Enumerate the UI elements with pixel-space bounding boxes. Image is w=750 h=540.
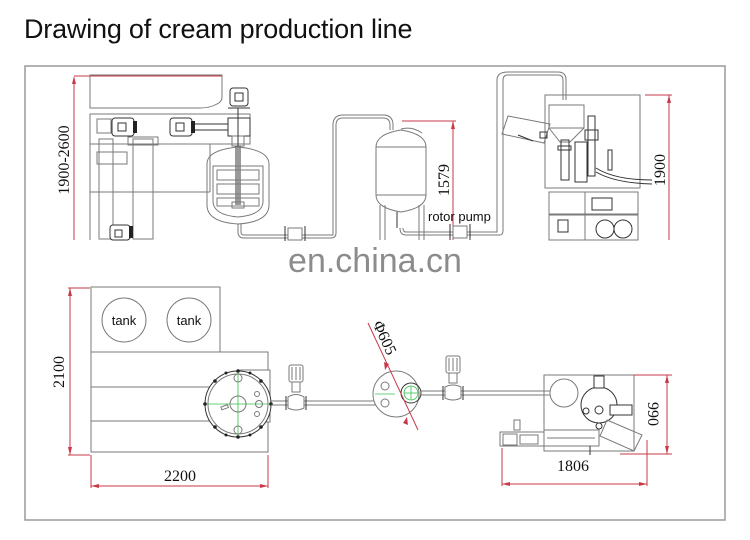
tank-label: tank bbox=[177, 313, 202, 328]
dimension-label-tank-diameter: Φ605 bbox=[369, 318, 399, 358]
vacuum-mixer-elevation bbox=[89, 74, 270, 241]
dimension-label-filler-width: 990 bbox=[644, 402, 661, 426]
motor-icon bbox=[111, 117, 137, 137]
storage-tank-plan: Φ605 bbox=[367, 318, 422, 431]
tube-filling-machine-plan bbox=[499, 374, 643, 455]
watermark: en.china.cn bbox=[288, 242, 462, 280]
rotor-pump-label: rotor pump bbox=[428, 209, 491, 224]
pump-plan bbox=[271, 364, 390, 411]
dimension-label-storage-tank-height: 1579 bbox=[436, 164, 453, 196]
drawing-frame bbox=[24, 65, 726, 521]
vacuum-mixer-plan bbox=[203, 369, 273, 439]
dimension-mixer-height: 1900-2600 bbox=[56, 75, 222, 240]
dimension-label-filler-height: 1900 bbox=[652, 154, 669, 186]
rotor-pump-elevation: rotor pump bbox=[399, 71, 567, 240]
dimension-filler-width: 990 bbox=[620, 374, 672, 455]
plan-view: 2100 tank tank bbox=[51, 286, 672, 488]
dimension-storage-tank-height: 1579 bbox=[402, 120, 456, 240]
watermark-band bbox=[26, 242, 724, 282]
dimension-label-mixer-height: 1900-2600 bbox=[56, 125, 73, 194]
dimension-label-platform-depth: 2100 bbox=[51, 356, 68, 388]
dimension-label-platform-width: 2200 bbox=[164, 468, 196, 485]
dimension-platform-depth: 2100 bbox=[51, 287, 90, 456]
elevation-view: 1900-2600 bbox=[56, 71, 672, 241]
tube-filling-machine-elevation bbox=[501, 94, 653, 241]
tank-label: tank bbox=[112, 313, 137, 328]
storage-tank-elevation bbox=[375, 127, 427, 240]
dimension-filler-height: 1900 bbox=[645, 94, 672, 240]
page-title: Drawing of cream production line bbox=[24, 14, 413, 44]
dimension-label-filler-length: 1806 bbox=[557, 458, 589, 475]
dimension-platform-width: 2200 bbox=[90, 455, 269, 488]
motor-icon bbox=[169, 117, 228, 137]
rotor-pump-plan bbox=[421, 355, 560, 401]
transfer-pipe bbox=[237, 114, 394, 241]
motor-icon bbox=[109, 224, 133, 241]
motor-icon bbox=[228, 87, 250, 109]
dimension-filler-length: 1806 bbox=[501, 440, 648, 486]
